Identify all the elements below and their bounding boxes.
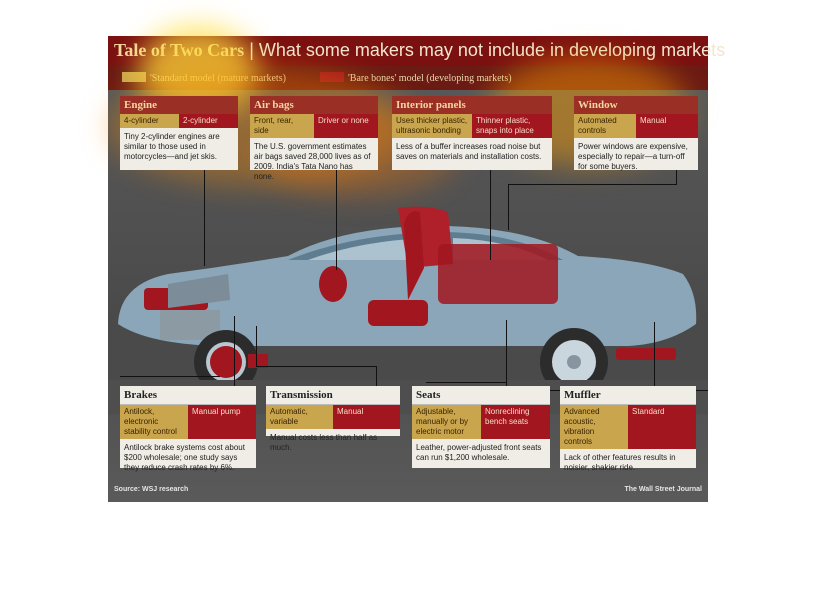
seats-leader (426, 382, 506, 383)
feature-title: Brakes (120, 386, 256, 405)
standard-option: Advanced acoustic, vibration controls (560, 405, 628, 449)
infographic-card: Tale of Two Cars | What some makers may … (108, 26, 725, 502)
feature-title: Transmission (266, 386, 400, 405)
legend-standard-swatch (122, 72, 146, 82)
car-illustration (108, 206, 708, 414)
feature-description: Manual costs less than half as much. (270, 433, 378, 452)
standard-option: Uses thicker plastic, ultrasonic bonding (392, 114, 472, 138)
feature-title: Engine (120, 96, 238, 114)
legend-bare: 'Bare bones' model (developing markets) (320, 72, 512, 84)
bare-option: Driver or none (314, 114, 378, 138)
feature-title: Interior panels (392, 96, 552, 114)
bare-option: Manual (333, 405, 400, 429)
legend: 'Standard model (mature markets) 'Bare b… (108, 66, 708, 90)
window-leader (676, 170, 677, 184)
infographic-title: Tale of Two Cars | What some makers may … (114, 40, 726, 60)
feature-title: Muffler (560, 386, 696, 405)
feature-description: Antilock brake systems cost about $200 w… (124, 443, 245, 472)
publisher-credit: The Wall Street Journal (624, 486, 702, 493)
standard-option: Automatic, variable (266, 405, 333, 429)
title-bar: Tale of Two Cars | What some makers may … (108, 36, 725, 66)
feature-description: The U.S. government estimates air bags s… (254, 142, 371, 181)
standard-option: Automated controls (574, 114, 636, 138)
transmission-leader (256, 326, 257, 366)
feature-description: Tiny 2-cylinder engines are similar to t… (124, 132, 220, 161)
bare-option: Manual (636, 114, 698, 138)
feature-description: Leather, power-adjusted front seats can … (416, 443, 542, 462)
standard-option: Antilock, electronic stability control (120, 405, 188, 439)
bare-option: Manual pump (188, 405, 256, 439)
airbags-leader (336, 170, 337, 270)
legend-standard: 'Standard model (mature markets) (122, 72, 286, 84)
muffler-leader (654, 322, 655, 386)
engine-leader (204, 170, 205, 266)
bare-option: Standard (628, 405, 696, 449)
feature-description: Lack of other features results in noisie… (564, 453, 676, 472)
feature-box-seats: Seats Adjustable, manually or by electri… (412, 386, 550, 468)
standard-option: Front, rear, side (250, 114, 314, 138)
source-credit: Source: WSJ research (114, 486, 189, 493)
brakes-leader (120, 376, 220, 377)
feature-title: Window (574, 96, 698, 114)
feature-box-brakes: Brakes Antilock, electronic stability co… (120, 386, 256, 472)
standard-option: 4-cylinder (120, 114, 179, 128)
standard-option: Adjustable, manually or by electric moto… (412, 405, 481, 439)
feature-box-muffler: Muffler Advanced acoustic, vibration con… (560, 386, 696, 472)
feature-title: Seats (412, 386, 550, 405)
legend-bare-swatch (320, 72, 344, 82)
feature-description: Less of a buffer increases road noise bu… (396, 142, 542, 161)
feature-description: Power windows are expensive, especially … (578, 142, 688, 171)
feature-box-interior: Interior panels Uses thicker plastic, ul… (392, 96, 552, 170)
feature-title: Air bags (250, 96, 378, 114)
bare-option: Nonreclining bench seats (481, 405, 550, 439)
seats-leader (506, 320, 507, 386)
transmission-leader (376, 366, 377, 386)
window-leader (508, 184, 677, 185)
interior-leader (490, 170, 491, 260)
brakes-leader (234, 316, 235, 386)
bare-option: 2-cylinder (179, 114, 238, 128)
bare-option: Thinner plastic, snaps into place (472, 114, 552, 138)
window-leader (508, 184, 509, 230)
transmission-leader (256, 366, 376, 367)
